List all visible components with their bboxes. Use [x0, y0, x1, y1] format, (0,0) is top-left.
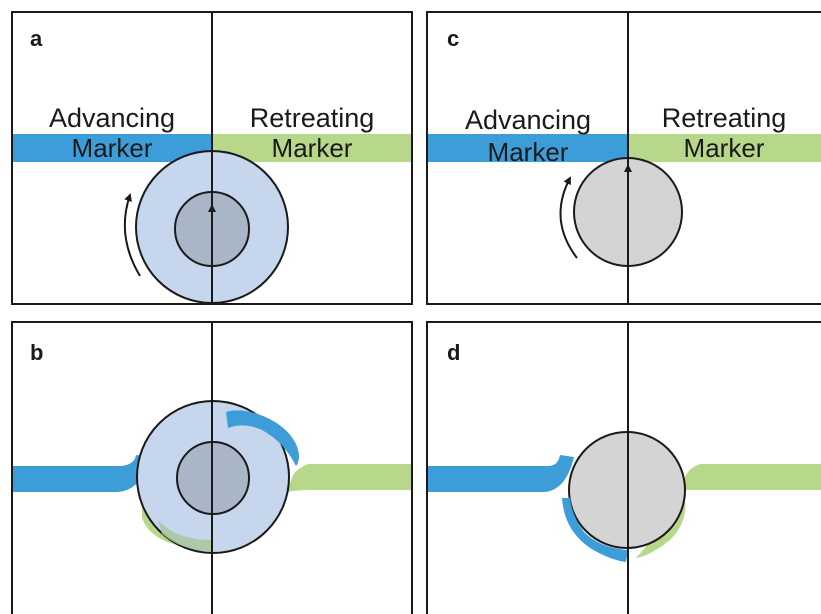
advancing-label: Advancing — [465, 105, 591, 135]
rotation-arrow — [559, 176, 578, 259]
rotation-arrow — [123, 193, 141, 277]
panel-d: d — [426, 321, 821, 614]
panel-d-label: d — [447, 340, 460, 365]
advancing-marker-strip — [428, 134, 628, 162]
advancing-label: Advancing — [49, 103, 175, 133]
retreating-marker-strip — [212, 134, 411, 162]
panel-a: a Advancing Retreating Marker Marker — [11, 11, 413, 305]
retreating-marker-label: Marker — [684, 133, 765, 163]
retreating-label: Retreating — [250, 103, 375, 133]
advancing-marker-band — [13, 455, 150, 492]
retreating-shoulder-deposit — [158, 520, 213, 552]
panel-a-label: a — [30, 26, 43, 51]
retreating-marker-band — [286, 464, 411, 492]
advancing-marker-strip — [13, 134, 212, 162]
retreating-label: Retreating — [662, 103, 787, 133]
advancing-marker-label: Marker — [72, 133, 153, 163]
retreating-marker-label: Marker — [272, 133, 353, 163]
advancing-marker-label: Marker — [488, 137, 569, 167]
advancing-deformed-material — [226, 410, 299, 466]
retreating-marker-band — [683, 464, 821, 490]
panel-c: c Advancing Retreating Marker Marker — [426, 11, 821, 305]
retreating-marker-strip — [628, 134, 821, 162]
panel-c-label: c — [447, 26, 459, 51]
advancing-marker-band — [428, 455, 574, 492]
advancing-deformed-material — [562, 498, 628, 562]
panel-b-label: b — [30, 340, 43, 365]
panel-b: b — [11, 321, 413, 614]
